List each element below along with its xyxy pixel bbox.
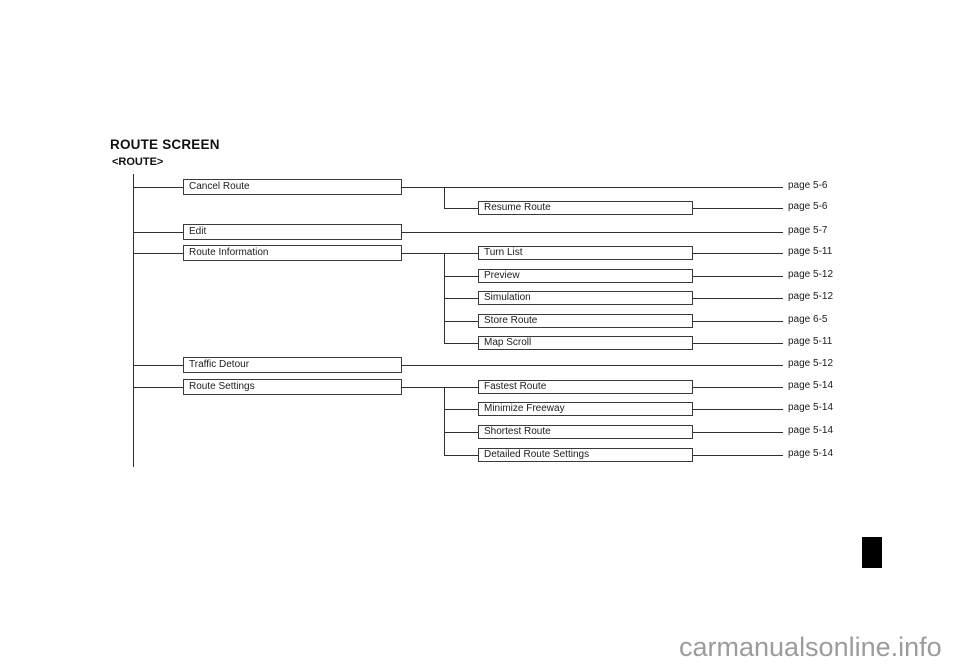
connector-line — [693, 432, 783, 433]
connector-line — [133, 187, 183, 188]
connector-line — [133, 387, 183, 388]
page-ref-turn-list: page 5-11 — [788, 246, 833, 257]
connector-line — [133, 253, 183, 254]
page-ref-cancel-route: page 5-6 — [788, 180, 828, 191]
connector-line — [693, 298, 783, 299]
connector-line — [133, 365, 183, 366]
node-detailed-route-settings: Detailed Route Settings — [478, 448, 693, 462]
connector-line — [444, 387, 478, 388]
connector-line — [402, 387, 444, 388]
page-ref-simulation: page 5-12 — [788, 291, 834, 302]
connector-line — [693, 253, 783, 254]
branch-line — [444, 387, 445, 456]
connector-line — [444, 276, 478, 277]
page-ref-resume-route: page 5-6 — [788, 201, 828, 212]
connector-line — [402, 232, 783, 233]
connector-line — [444, 298, 478, 299]
node-cancel-route: Cancel Route — [183, 179, 402, 195]
connector-line — [444, 432, 478, 433]
connector-line — [402, 253, 444, 254]
connector-line — [693, 343, 783, 344]
node-resume-route: Resume Route — [478, 201, 693, 215]
page-ref-edit: page 5-7 — [788, 225, 828, 236]
node-fastest-route: Fastest Route — [478, 380, 693, 394]
page-ref-detailed-route-settings: page 5-14 — [788, 448, 834, 459]
page-ref-minimize-freeway: page 5-14 — [788, 402, 834, 413]
node-route-information: Route Information — [183, 245, 402, 261]
trunk-line — [133, 174, 134, 467]
page-title: ROUTE SCREEN — [110, 137, 220, 152]
connector-line — [693, 276, 783, 277]
node-minimize-freeway: Minimize Freeway — [478, 402, 693, 416]
page-ref-shortest-route: page 5-14 — [788, 425, 834, 436]
connector-line — [693, 208, 783, 209]
connector-line — [693, 409, 783, 410]
node-traffic-detour: Traffic Detour — [183, 357, 402, 373]
node-simulation: Simulation — [478, 291, 693, 305]
page-ref-traffic-detour: page 5-12 — [788, 358, 834, 369]
page-ref-fastest-route: page 5-14 — [788, 380, 834, 391]
node-preview: Preview — [478, 269, 693, 283]
connector-line — [402, 365, 783, 366]
node-edit: Edit — [183, 224, 402, 240]
connector-line — [693, 455, 783, 456]
section-marker — [862, 537, 882, 568]
page-ref-preview: page 5-12 — [788, 269, 834, 280]
watermark: carmanualsonline.info — [679, 632, 942, 662]
connector-line — [444, 343, 478, 344]
connector-line — [133, 232, 183, 233]
page-subtitle: <ROUTE> — [112, 156, 164, 168]
connector-line — [444, 409, 478, 410]
node-shortest-route: Shortest Route — [478, 425, 693, 439]
connector-line — [693, 387, 783, 388]
connector-line — [444, 208, 478, 209]
connector-line — [444, 321, 478, 322]
node-turn-list: Turn List — [478, 246, 693, 260]
node-map-scroll: Map Scroll — [478, 336, 693, 350]
connector-line — [444, 253, 478, 254]
page-ref-map-scroll: page 5-11 — [788, 336, 833, 347]
connector-line — [444, 455, 478, 456]
connector-line — [693, 321, 783, 322]
connector-line — [402, 187, 783, 188]
branch-line — [444, 187, 445, 209]
node-store-route: Store Route — [478, 314, 693, 328]
node-route-settings: Route Settings — [183, 379, 402, 395]
page-ref-store-route: page 6-5 — [788, 314, 828, 325]
